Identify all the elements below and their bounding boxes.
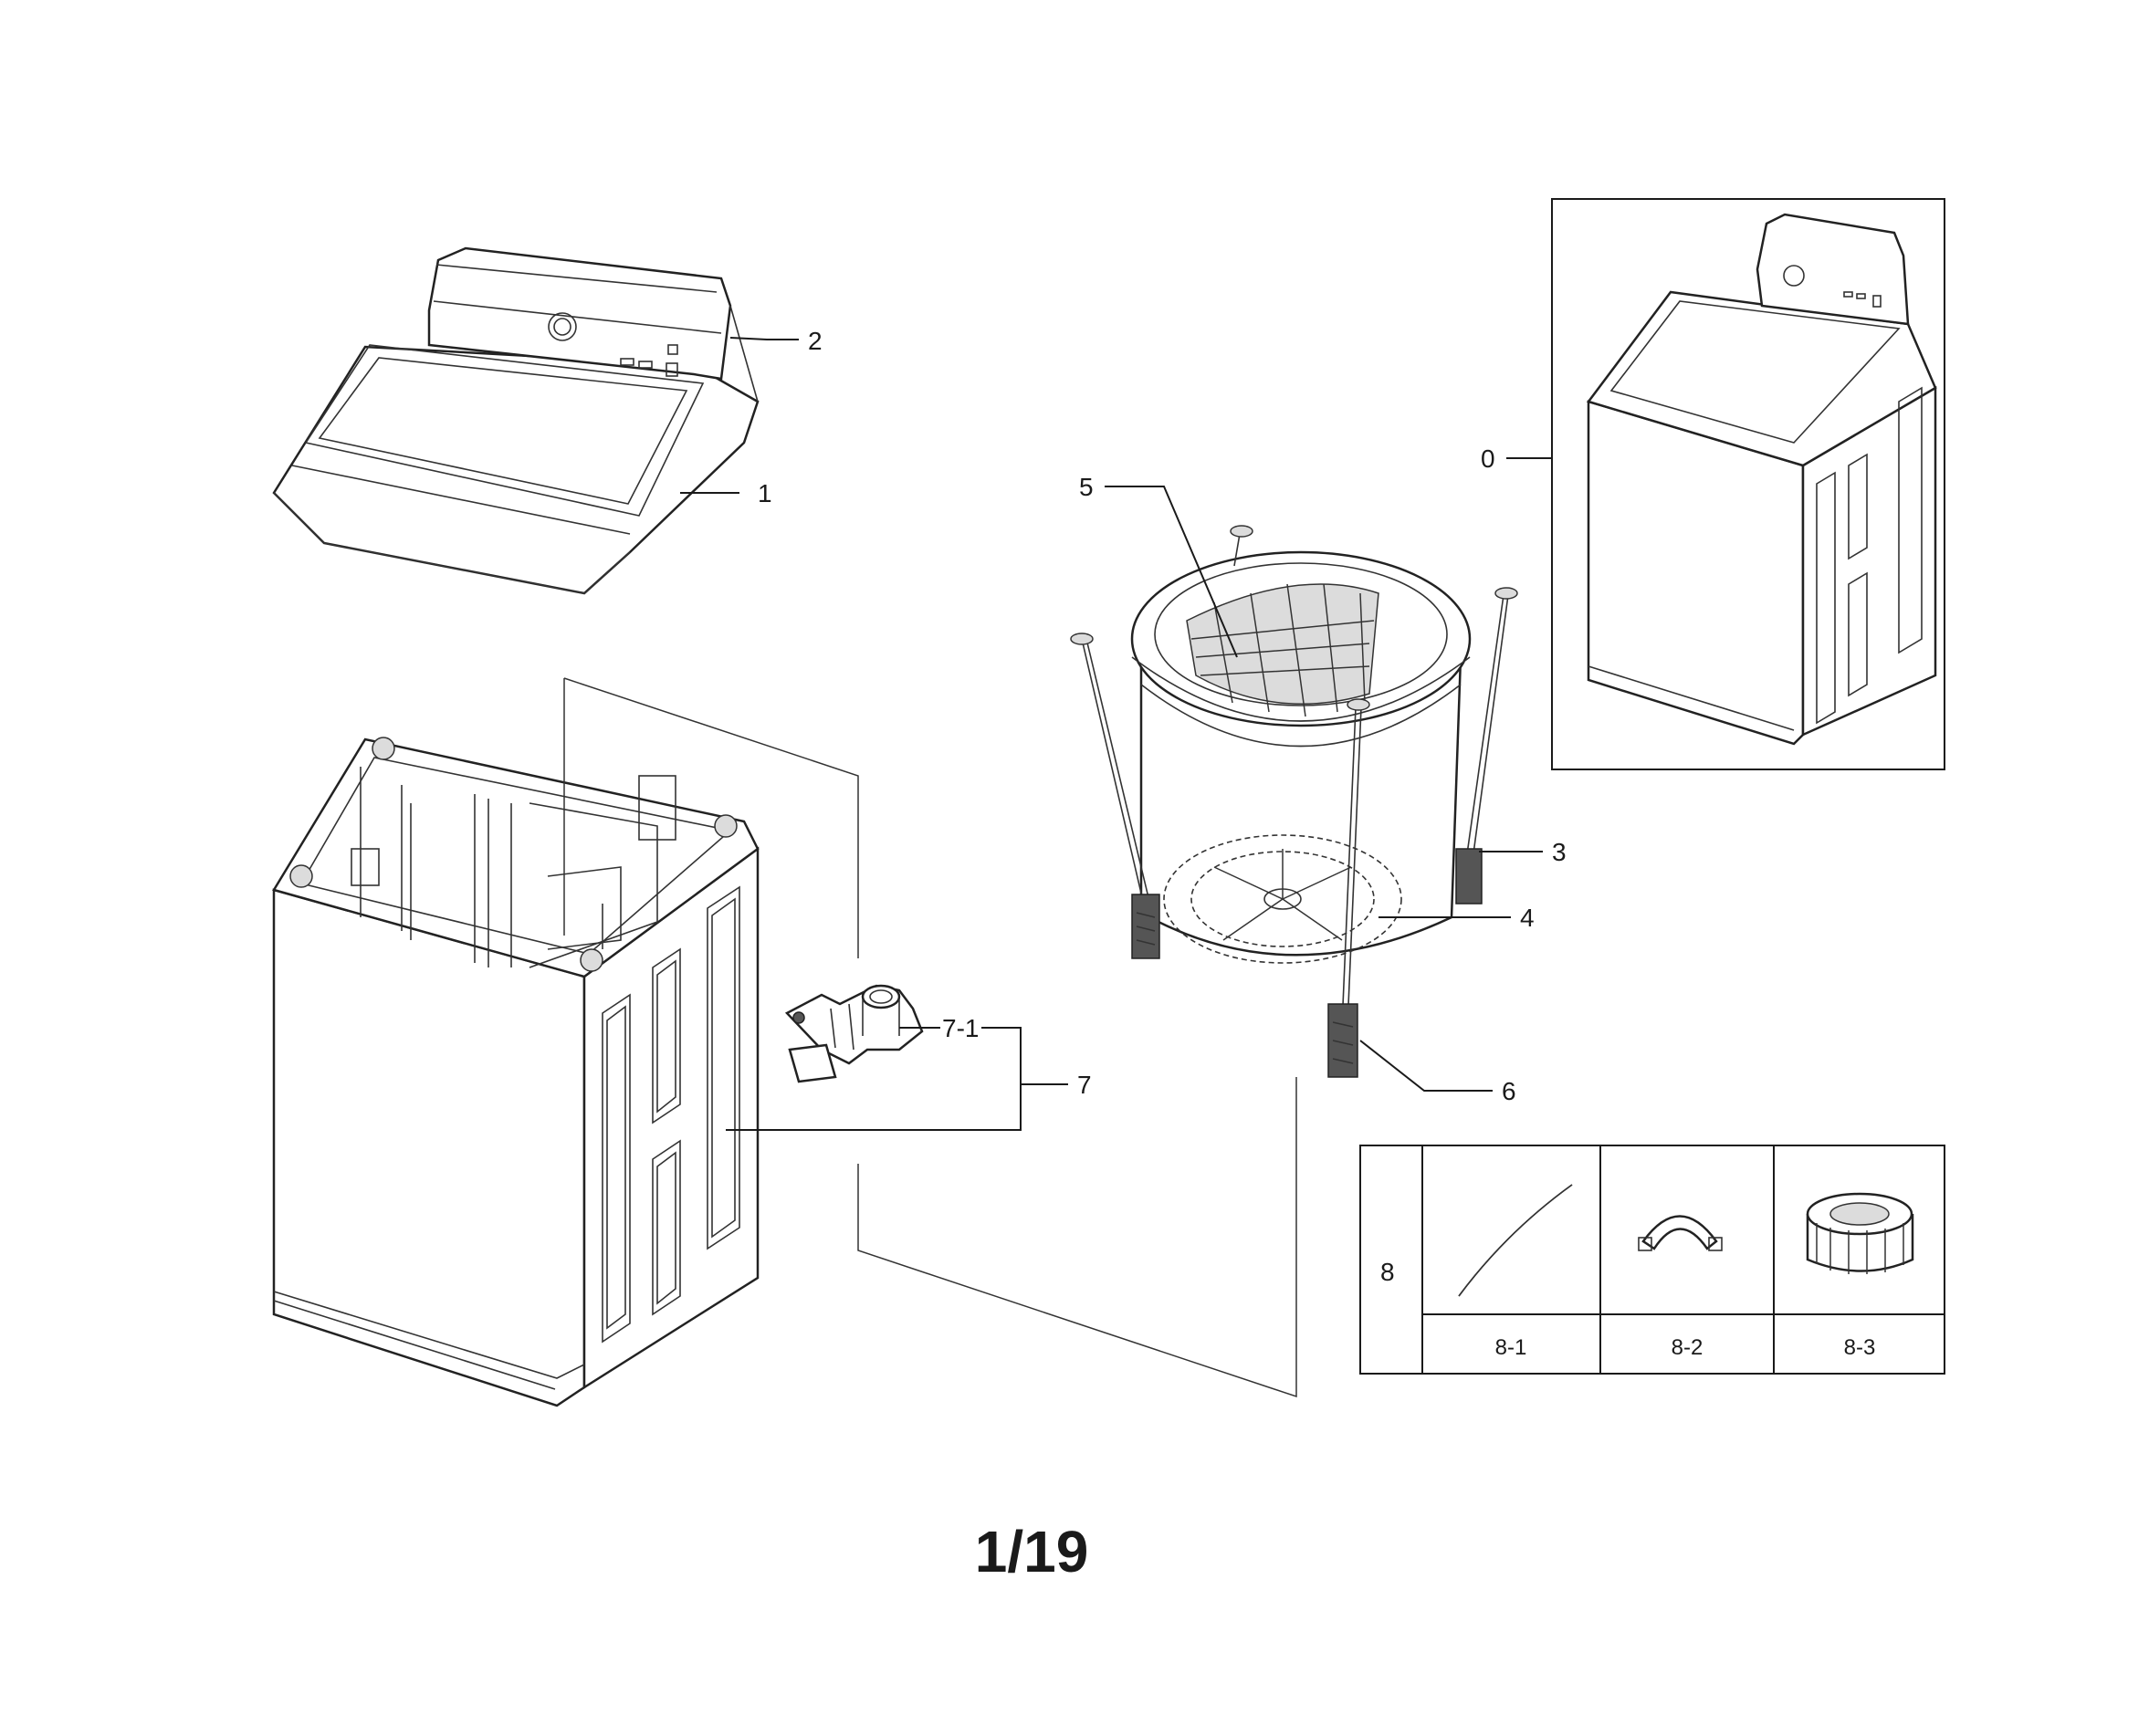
top-cover-assembly <box>272 246 760 595</box>
callout-3: 3 <box>1552 838 1567 866</box>
callout-6: 6 <box>1502 1077 1516 1105</box>
callout-8: 8 <box>1380 1258 1395 1286</box>
accessory-table <box>1359 1145 1945 1375</box>
callout-4: 4 <box>1520 904 1535 932</box>
assembled-washer-box <box>1551 198 1945 770</box>
leader-lines <box>563 337 1552 1398</box>
accessory-cell-8-1: 8-1 <box>1495 1335 1527 1360</box>
callout-0: 0 <box>1481 444 1495 473</box>
callout-5: 5 <box>1079 473 1094 501</box>
callout-7: 7 <box>1077 1071 1092 1099</box>
accessory-cell-8-3: 8-3 <box>1844 1335 1876 1360</box>
page-number: 1/19 <box>975 1519 1089 1584</box>
valve-assembly <box>784 984 924 1083</box>
accessory-cell-8-2: 8-2 <box>1672 1335 1703 1360</box>
cabinet <box>272 737 760 1407</box>
washtub-assembly <box>1070 525 1518 1078</box>
callout-1: 1 <box>758 479 772 507</box>
callout-7-1: 7-1 <box>942 1014 979 1042</box>
assembled-washer-frame <box>1551 198 1945 770</box>
callout-2: 2 <box>808 327 823 355</box>
